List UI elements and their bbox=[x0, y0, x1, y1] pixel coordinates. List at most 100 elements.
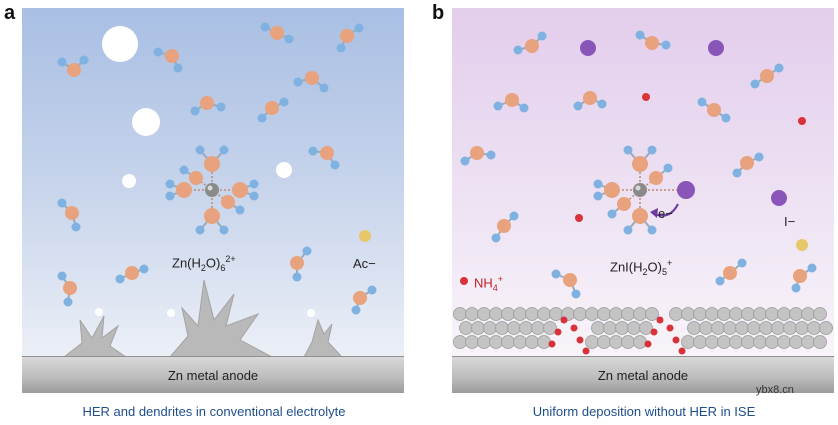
zinc-atom bbox=[699, 321, 713, 335]
zinc-dendrites bbox=[62, 279, 344, 358]
zinc-atom bbox=[771, 321, 785, 335]
panel-b-illustration bbox=[453, 30, 833, 355]
complex-label: Zn(H2O)62+ bbox=[172, 254, 236, 273]
zinc-atom bbox=[615, 321, 629, 335]
zinc-atom bbox=[765, 335, 779, 349]
zinc-atom bbox=[525, 335, 539, 349]
zinc-atom bbox=[813, 335, 827, 349]
zinc-atom bbox=[735, 321, 749, 335]
zinc-atom bbox=[603, 321, 617, 335]
zinc-atom bbox=[723, 321, 737, 335]
zinc-atom bbox=[645, 307, 659, 321]
zinc-atom bbox=[795, 321, 809, 335]
bubble bbox=[102, 26, 138, 62]
watermark: ybx8.cn bbox=[756, 384, 794, 396]
bubble bbox=[95, 308, 103, 316]
zinc-atom bbox=[585, 335, 599, 349]
zinc-atom bbox=[543, 321, 557, 335]
acetate-anion bbox=[796, 239, 808, 251]
zinc-atom bbox=[747, 321, 761, 335]
zinc-atom bbox=[501, 335, 515, 349]
zinc-atom bbox=[729, 335, 743, 349]
zinc-atom bbox=[513, 307, 527, 321]
ammonium-ions bbox=[460, 93, 806, 285]
zinc-atom bbox=[813, 307, 827, 321]
panel-a-illustration bbox=[57, 22, 377, 358]
iodide-label: I− bbox=[784, 214, 796, 229]
bubble bbox=[276, 162, 292, 178]
zinc-atom bbox=[597, 307, 611, 321]
zinc-atom bbox=[789, 335, 803, 349]
zinc-atom bbox=[591, 321, 605, 335]
zinc-atom bbox=[789, 307, 803, 321]
zinc-atom bbox=[687, 321, 701, 335]
zinc-atom bbox=[453, 335, 467, 349]
water-molecules bbox=[57, 22, 377, 315]
zinc-atom bbox=[621, 307, 635, 321]
zinc-atom bbox=[633, 307, 647, 321]
caption-b: Uniform deposition without HER in ISE bbox=[532, 404, 756, 419]
ammonium-label: NH4+ bbox=[474, 274, 504, 293]
zinc-atom bbox=[471, 321, 485, 335]
anode-label: Zn metal anode bbox=[597, 367, 689, 383]
zinc-atom bbox=[621, 335, 635, 349]
zinc-atom bbox=[453, 307, 467, 321]
zinc-anode: Zn metal anode bbox=[22, 356, 404, 393]
zinc-iodo-aqua-complex bbox=[593, 145, 695, 235]
zinc-hexaaqua-complex bbox=[165, 145, 259, 235]
zinc-atom bbox=[495, 321, 509, 335]
zinc-atom bbox=[777, 307, 791, 321]
zinc-atom bbox=[459, 321, 473, 335]
hydrogen-bubbles bbox=[95, 26, 315, 317]
zinc-atom bbox=[531, 321, 545, 335]
zinc-atom bbox=[573, 307, 587, 321]
zinc-atom bbox=[465, 307, 479, 321]
zinc-atom bbox=[765, 307, 779, 321]
zinc-atom bbox=[507, 321, 521, 335]
zinc-atom bbox=[759, 321, 773, 335]
zinc-atom bbox=[819, 321, 833, 335]
zinc-atom bbox=[477, 335, 491, 349]
zinc-atom bbox=[501, 307, 515, 321]
panel-letter-b: b bbox=[432, 2, 445, 24]
zinc-atom bbox=[525, 307, 539, 321]
zinc-atom bbox=[681, 307, 695, 321]
zinc-atom bbox=[639, 321, 653, 335]
zinc-atom bbox=[669, 307, 683, 321]
zinc-atom bbox=[465, 335, 479, 349]
zinc-atom bbox=[627, 321, 641, 335]
zinc-ion bbox=[205, 183, 219, 197]
zinc-atom bbox=[477, 307, 491, 321]
zinc-atom bbox=[633, 335, 647, 349]
anode-label: Zn metal anode bbox=[167, 367, 259, 383]
zinc-atom bbox=[693, 335, 707, 349]
zinc-atom bbox=[693, 307, 707, 321]
ammonium-shield-ions bbox=[548, 316, 686, 355]
zinc-atom bbox=[705, 307, 719, 321]
zinc-atom bbox=[741, 335, 755, 349]
bubble bbox=[307, 309, 315, 317]
zinc-atom bbox=[753, 307, 767, 321]
zinc-atom bbox=[519, 321, 533, 335]
zinc-atom bbox=[483, 321, 497, 335]
uniform-zinc-deposit bbox=[453, 307, 833, 349]
electron-label: e− bbox=[658, 206, 673, 221]
coordinated-iodide bbox=[677, 181, 695, 199]
iodide-ions bbox=[580, 40, 787, 206]
panel-conventional-electrolyte: Zn(H2O)62+ Ac− Zn metal anode bbox=[22, 8, 404, 393]
zinc-atom bbox=[801, 307, 815, 321]
zinc-ion bbox=[633, 183, 647, 197]
zinc-atom bbox=[783, 321, 797, 335]
zinc-atom bbox=[717, 307, 731, 321]
acetate-anion bbox=[359, 230, 371, 242]
zinc-atom bbox=[549, 307, 563, 321]
zinc-atom bbox=[711, 321, 725, 335]
zinc-atom bbox=[753, 335, 767, 349]
zinc-atom bbox=[729, 307, 743, 321]
zinc-atom bbox=[609, 307, 623, 321]
caption-a: HER and dendrites in conventional electr… bbox=[82, 404, 346, 419]
bubble bbox=[122, 174, 136, 188]
zinc-atom bbox=[489, 307, 503, 321]
zinc-atom bbox=[609, 335, 623, 349]
zinc-atom bbox=[705, 335, 719, 349]
